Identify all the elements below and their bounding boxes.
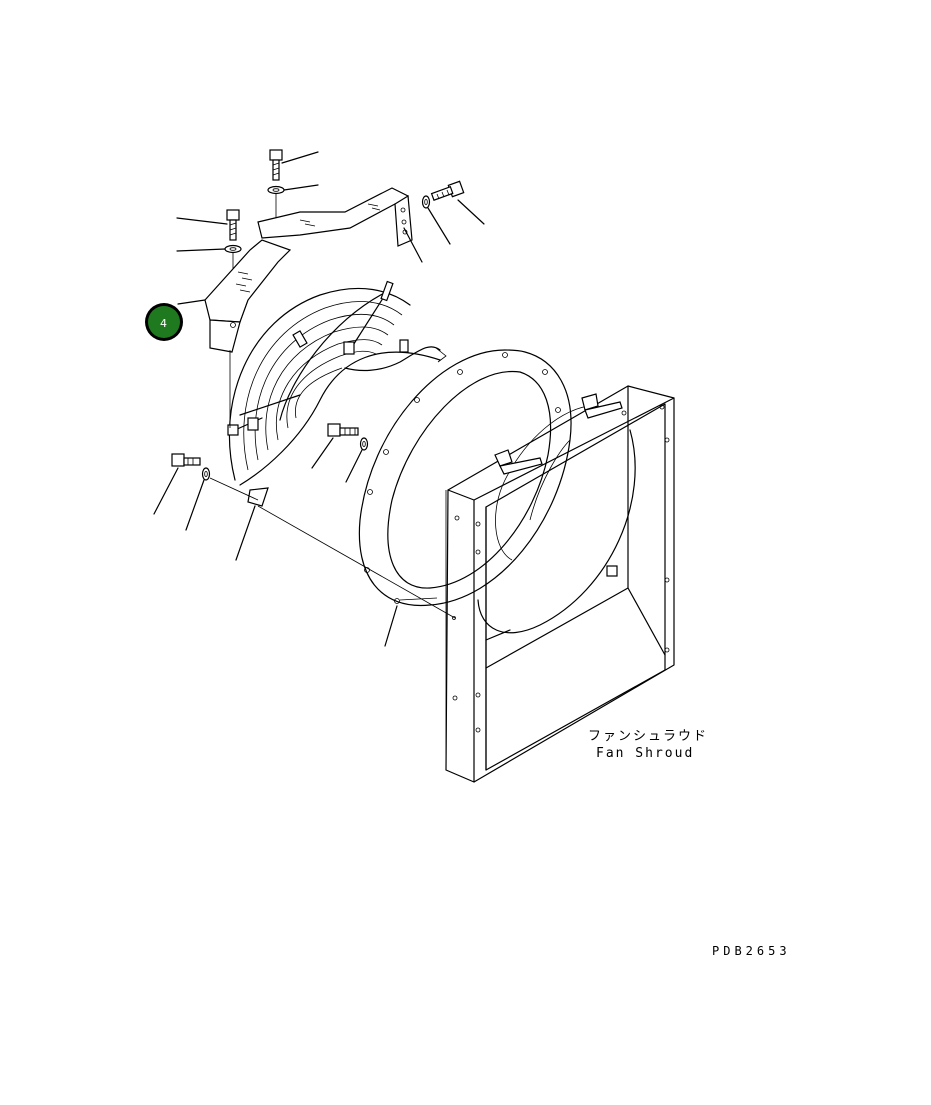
ring-flange[interactable] <box>358 349 572 607</box>
leader-line <box>457 199 485 225</box>
bolt-lower-left[interactable] <box>171 453 201 467</box>
fan-guard[interactable] <box>227 280 447 507</box>
callout-4-label: 4 <box>160 317 167 330</box>
leader-line <box>235 505 256 561</box>
leader-line <box>427 207 451 245</box>
leader-line <box>281 151 319 164</box>
washer-top-vertical[interactable] <box>267 185 285 195</box>
leader-line <box>283 184 319 191</box>
callout-4[interactable]: 4 <box>145 303 183 341</box>
callout-leader <box>177 299 206 305</box>
bolt-upper-right[interactable] <box>430 180 465 201</box>
washer-left-vertical[interactable] <box>224 244 242 254</box>
washer-middle[interactable] <box>359 437 369 451</box>
part-name-jp: ファンシュラウド <box>588 729 708 744</box>
bolt-middle[interactable] <box>327 423 359 437</box>
leader-line <box>345 449 363 483</box>
washer-lower-left[interactable] <box>201 467 211 481</box>
bolt-top-vertical[interactable] <box>269 149 283 181</box>
fan-shroud[interactable] <box>445 385 675 783</box>
leader-line <box>153 467 179 515</box>
leader-line <box>403 227 423 263</box>
upper-stay-bracket[interactable] <box>257 187 413 247</box>
leader-line <box>384 605 398 647</box>
leader-line <box>176 248 226 252</box>
part-name-en: Fan Shroud <box>596 746 694 761</box>
leader-line <box>185 479 205 531</box>
leader-line <box>311 437 334 469</box>
assembly-line <box>257 505 456 619</box>
bolt-left-vertical[interactable] <box>226 209 240 241</box>
assembly-line <box>399 597 438 601</box>
leader-line <box>176 217 228 225</box>
assembly-line <box>209 477 259 501</box>
washer-upper-right[interactable] <box>421 195 431 209</box>
left-stay-bracket[interactable] <box>204 239 292 353</box>
drawing-code: PDB2653 <box>712 944 791 958</box>
